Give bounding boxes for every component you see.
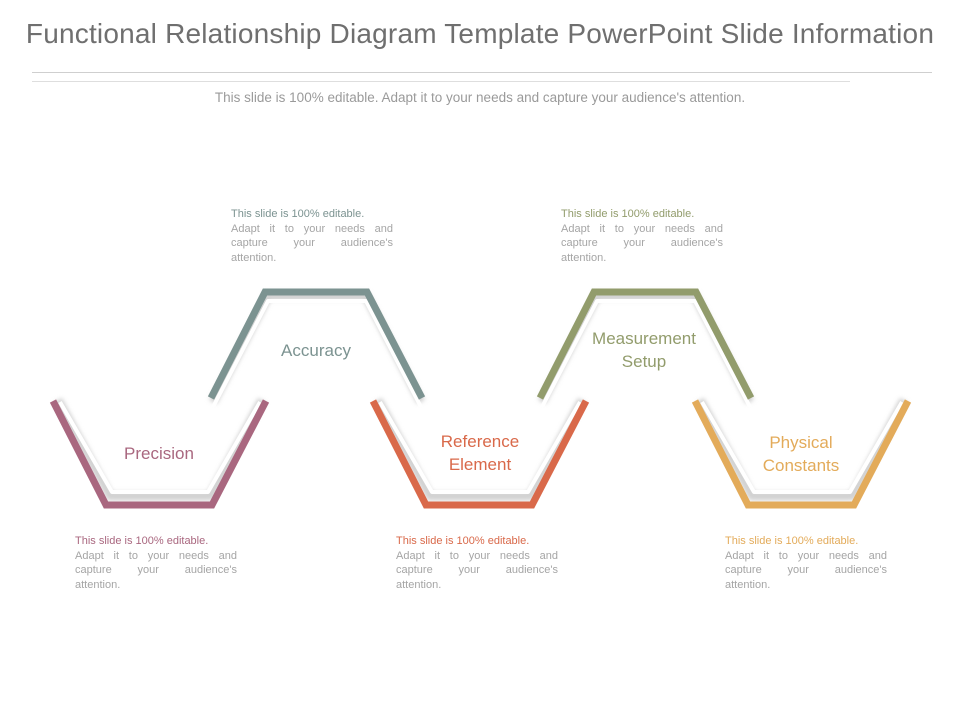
measurement-hexagon xyxy=(536,288,755,408)
measurement-hexagon-outline xyxy=(536,288,755,400)
measurement-description-body: Adapt it to your needs and capture your … xyxy=(561,222,723,264)
reference-hexagon xyxy=(369,397,590,509)
reference-label: Reference Element xyxy=(400,430,560,476)
physical-description-lead: This slide is 100% editable. xyxy=(725,535,859,547)
physical-hexagon xyxy=(691,397,912,509)
physical-label-line1: Physical xyxy=(769,433,833,452)
physical-hexagon-outline xyxy=(691,399,912,509)
measurement-label-line2: Setup xyxy=(621,352,667,371)
slide-subtitle: This slide is 100% editable. Adapt it to… xyxy=(214,90,746,105)
precision-description-lead: This slide is 100% editable. xyxy=(75,535,209,547)
physical-label-line2: Constants xyxy=(762,456,840,475)
precision-hexagon xyxy=(49,397,270,509)
physical-description: This slide is 100% editable. Adapt it to… xyxy=(725,534,887,592)
reference-description-body: Adapt it to your needs and capture your … xyxy=(396,549,558,591)
reference-label-line1: Reference xyxy=(440,432,520,451)
precision-label: Precision xyxy=(79,442,239,465)
reference-label-line2: Element xyxy=(448,455,512,474)
reference-description: This slide is 100% editable. Adapt it to… xyxy=(396,534,558,592)
precision-description: This slide is 100% editable. Adapt it to… xyxy=(75,534,237,592)
precision-label-text: Precision xyxy=(124,444,194,463)
slide-title: Functional Relationship Diagram Template… xyxy=(25,18,935,49)
measurement-label: Measurement Setup xyxy=(564,327,724,373)
physical-description-body: Adapt it to your needs and capture your … xyxy=(725,549,887,591)
accuracy-description-lead: This slide is 100% editable. xyxy=(231,208,365,220)
accuracy-description-body: Adapt it to your needs and capture your … xyxy=(231,222,393,264)
title-divider xyxy=(32,72,932,73)
precision-hexagon-outline xyxy=(49,399,270,509)
reference-description-lead: This slide is 100% editable. xyxy=(396,535,530,547)
physical-label: Physical Constants xyxy=(721,431,881,477)
reference-hexagon-outline xyxy=(369,399,590,509)
accuracy-label: Accuracy xyxy=(236,339,396,362)
precision-description-body: Adapt it to your needs and capture your … xyxy=(75,549,237,591)
measurement-label-line1: Measurement xyxy=(592,329,696,348)
accuracy-label-text: Accuracy xyxy=(281,341,351,360)
measurement-description-lead: This slide is 100% editable. xyxy=(561,208,695,220)
accuracy-hexagon-outline xyxy=(207,288,426,400)
title-divider-secondary xyxy=(32,81,850,82)
accuracy-hexagon xyxy=(207,288,426,408)
measurement-description: This slide is 100% editable. Adapt it to… xyxy=(561,207,723,265)
accuracy-description: This slide is 100% editable. Adapt it to… xyxy=(231,207,393,265)
